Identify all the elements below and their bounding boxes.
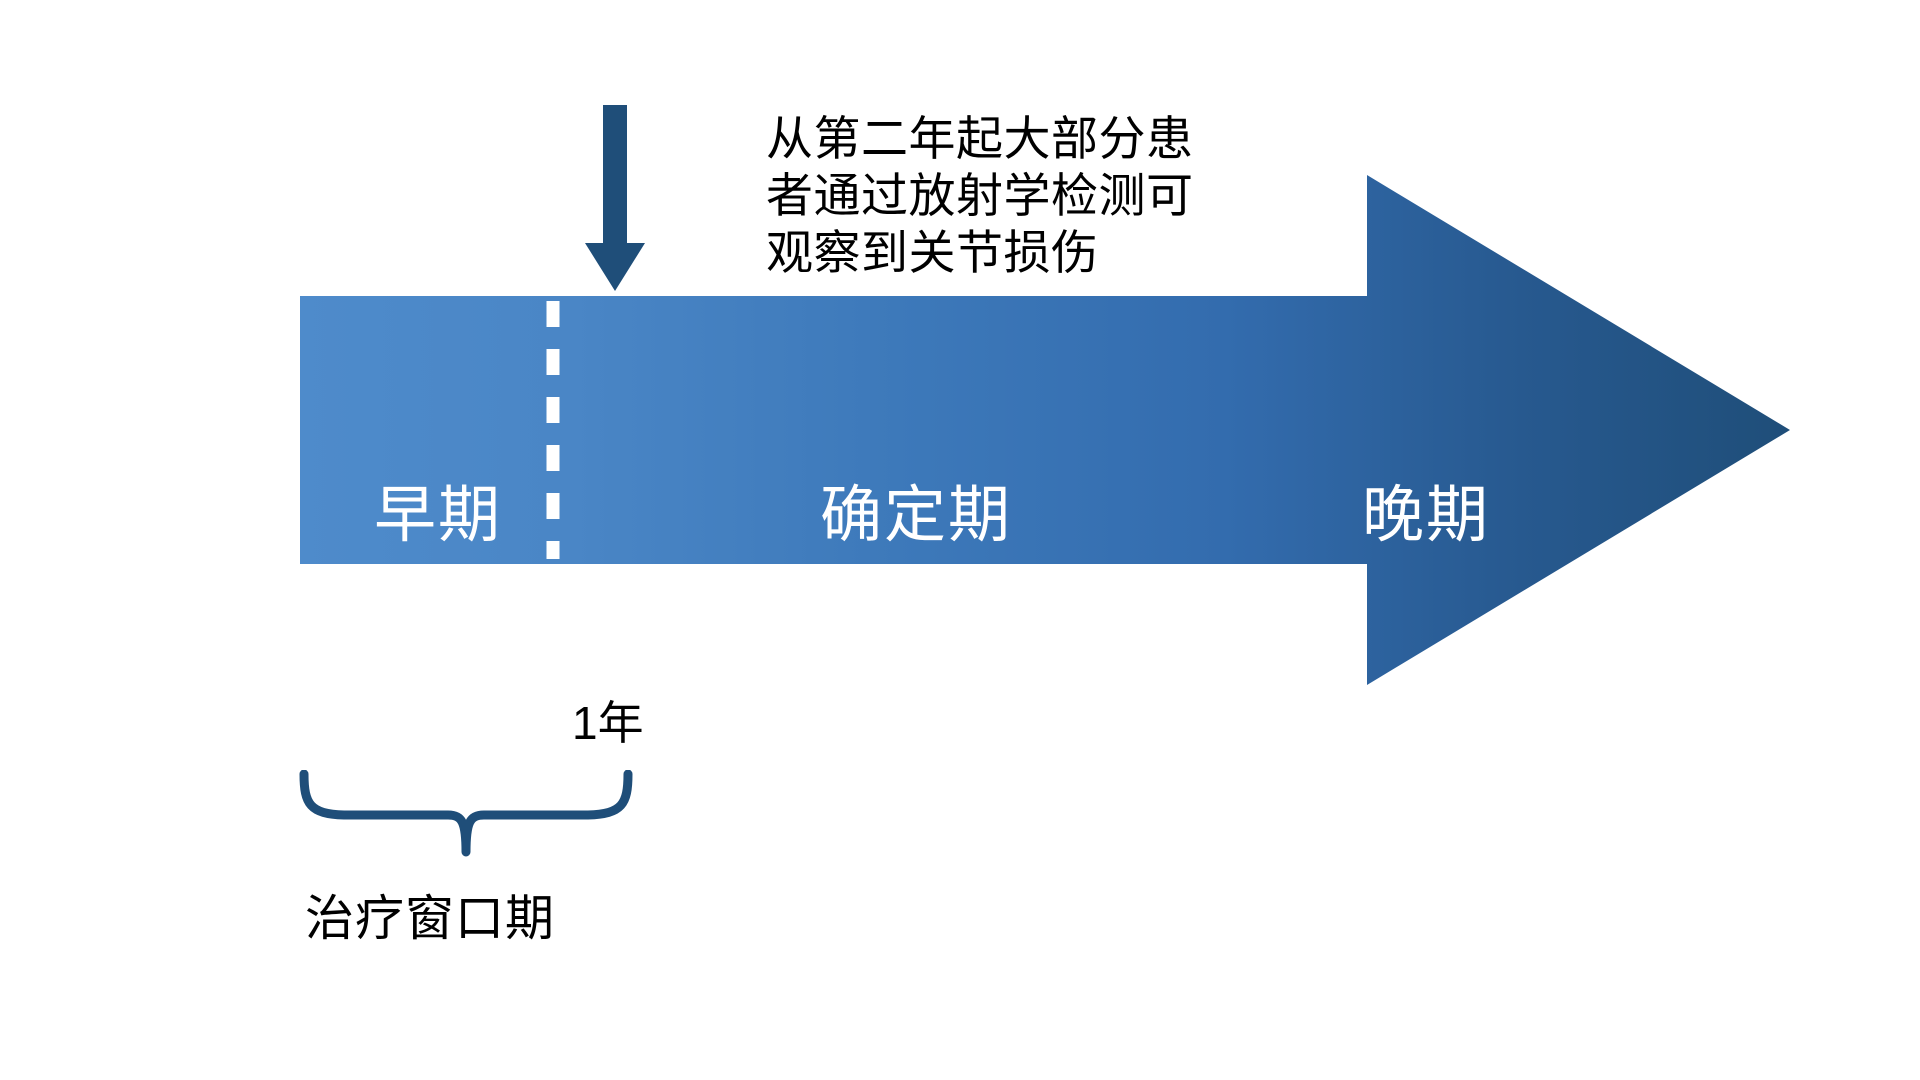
curly-brace-icon <box>299 770 633 857</box>
treatment-window-caption: 治疗窗口期 <box>305 892 556 946</box>
stage-label-established: 确定期 <box>820 481 1013 550</box>
stage-progression-arrow <box>300 175 1790 685</box>
annotation-line-1: 从第二年起大部分患 <box>766 112 1194 165</box>
down-arrow-icon <box>585 105 645 291</box>
right-arrow-icon <box>300 175 1790 685</box>
stage-label-early: 早期 <box>374 481 503 550</box>
stage-label-late: 晚期 <box>1362 481 1491 550</box>
annotation-line-3: 观察到关节损伤 <box>766 226 1099 279</box>
annotation-line-2: 者通过放射学检测可 <box>766 169 1194 222</box>
one-year-label: 1年 <box>572 697 644 749</box>
radiographic-damage-annotation: 从第二年起大部分患 者通过放射学检测可 观察到关节损伤 <box>766 110 1306 281</box>
